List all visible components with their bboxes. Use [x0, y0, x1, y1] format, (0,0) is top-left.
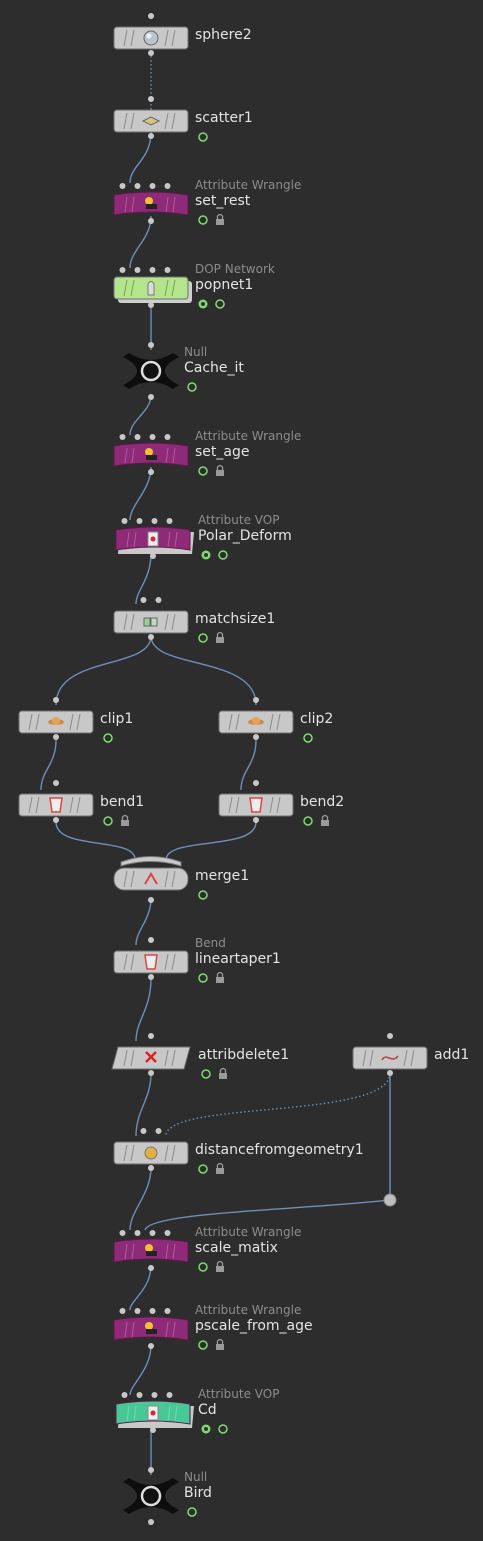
bypass-flag-icon[interactable]: [198, 299, 208, 309]
display-flag-icon[interactable]: [215, 299, 225, 309]
bypass-flag-icon[interactable]: [201, 550, 211, 560]
display-flag-icon[interactable]: [198, 1164, 208, 1174]
node-name-label[interactable]: bend1: [100, 794, 145, 810]
lock-icon[interactable]: [216, 1162, 224, 1175]
node-name-label[interactable]: scatter1: [195, 110, 253, 126]
node-name-label[interactable]: distancefromgeometry1: [195, 1142, 364, 1158]
node-bird[interactable]: [123, 1467, 179, 1525]
node-cache_it[interactable]: [123, 342, 179, 400]
display-flag-icon[interactable]: [218, 1424, 228, 1434]
node-matchsize1[interactable]: [113, 597, 189, 640]
display-flag-icon[interactable]: [198, 973, 208, 983]
node-sphere2[interactable]: [113, 13, 189, 56]
wire-matchsize1-clip2: [150, 635, 257, 706]
wire-attribdelete1-distancefromgeometry1: [135, 1072, 152, 1137]
wire-set_rest-popnet1: [129, 215, 152, 269]
node-add1[interactable]: [352, 1033, 428, 1076]
lock-icon[interactable]: [219, 1067, 227, 1080]
display-flag-icon[interactable]: [198, 215, 208, 225]
node-bend2[interactable]: [218, 780, 294, 823]
node-pscale_from_age[interactable]: [113, 1308, 189, 1349]
node-name-label[interactable]: Cache_it: [184, 360, 244, 376]
display-flag-icon[interactable]: [218, 550, 228, 560]
node-name-label[interactable]: add1: [434, 1047, 470, 1063]
display-flag-icon[interactable]: [198, 1340, 208, 1350]
wire-lineartaper1-attribdelete1: [135, 977, 152, 1042]
lock-icon[interactable]: [216, 1260, 224, 1273]
node-name-label[interactable]: bend2: [300, 794, 345, 810]
wire-dot-scale_matix: [144, 1199, 391, 1231]
node-set_rest[interactable]: [113, 183, 189, 224]
display-flag-icon[interactable]: [187, 1507, 197, 1517]
wire-scale_matix-pscale_from_age: [129, 1264, 152, 1311]
node-set_age[interactable]: [113, 434, 189, 475]
lock-icon[interactable]: [216, 464, 224, 477]
node-name-label[interactable]: pscale_from_age: [195, 1318, 313, 1334]
node-attribdelete1[interactable]: [111, 1033, 191, 1076]
display-flag-icon[interactable]: [303, 816, 313, 826]
display-flag-icon[interactable]: [103, 816, 113, 826]
node-scatter1[interactable]: [113, 96, 189, 139]
wire-cache_it-set_age: [129, 394, 152, 436]
node-name-label[interactable]: clip1: [100, 711, 134, 727]
wire-dot-icon[interactable]: [383, 1193, 397, 1207]
wire-bend2-merge1: [165, 821, 257, 863]
wire-add1-distancefromgeometry1: [165, 1072, 391, 1137]
node-clip1[interactable]: [18, 697, 94, 740]
display-flag-icon[interactable]: [198, 132, 208, 142]
lock-icon[interactable]: [216, 631, 224, 644]
node-distancefromgeometry1[interactable]: [113, 1128, 189, 1171]
node-name-label[interactable]: Bird: [184, 1485, 212, 1501]
wire-clip1-bend1: [40, 739, 57, 791]
lock-icon[interactable]: [216, 1338, 224, 1351]
wire-distancefromgeometry1-scale_matix: [129, 1166, 152, 1231]
lock-icon[interactable]: [216, 213, 224, 226]
node-cd[interactable]: [115, 1392, 194, 1433]
wire-clip2-bend2: [240, 739, 257, 791]
node-clip2[interactable]: [218, 697, 294, 740]
display-flag-icon[interactable]: [201, 1069, 211, 1079]
node-lineartaper1[interactable]: [113, 937, 189, 980]
node-polar_deform[interactable]: [115, 518, 194, 559]
node-name-label[interactable]: set_rest: [195, 193, 251, 209]
wire-pscale_from_age-cd: [129, 1344, 152, 1396]
node-name-label[interactable]: popnet1: [195, 277, 254, 293]
node-name-label[interactable]: lineartaper1: [195, 951, 281, 967]
node-scale_matix[interactable]: [113, 1230, 189, 1271]
node-name-label[interactable]: merge1: [195, 868, 250, 884]
wire-scatter1-set_rest: [129, 131, 152, 184]
node-name-label[interactable]: scale_matix: [195, 1240, 278, 1256]
lock-icon[interactable]: [121, 814, 129, 827]
node-name-label[interactable]: set_age: [195, 444, 250, 460]
wire-matchsize1-clip1: [55, 635, 152, 706]
node-name-label[interactable]: clip2: [300, 711, 334, 727]
wire-set_age-polar_deform: [129, 466, 152, 521]
lock-icon[interactable]: [321, 814, 329, 827]
node-popnet1[interactable]: [113, 267, 192, 308]
node-name-label[interactable]: sphere2: [195, 27, 252, 43]
node-name-label[interactable]: attribdelete1: [198, 1047, 290, 1063]
display-flag-icon[interactable]: [198, 1262, 208, 1272]
node-bend1[interactable]: [18, 780, 94, 823]
bypass-flag-icon[interactable]: [201, 1424, 211, 1434]
lock-icon[interactable]: [216, 971, 224, 984]
display-flag-icon[interactable]: [303, 733, 313, 743]
node-name-label[interactable]: Cd: [198, 1402, 217, 1418]
node-name-label[interactable]: Polar_Deform: [198, 528, 292, 544]
display-flag-icon[interactable]: [198, 633, 208, 643]
display-flag-icon[interactable]: [198, 890, 208, 900]
wire-merge1-lineartaper1: [135, 897, 152, 946]
node-name-label[interactable]: matchsize1: [195, 611, 276, 627]
node-merge1[interactable]: [113, 856, 189, 904]
display-flag-icon[interactable]: [187, 382, 197, 392]
wire-bend1-merge1: [55, 821, 136, 863]
display-flag-icon[interactable]: [103, 733, 113, 743]
wire-polar_deform-matchsize1: [135, 552, 152, 605]
display-flag-icon[interactable]: [198, 466, 208, 476]
